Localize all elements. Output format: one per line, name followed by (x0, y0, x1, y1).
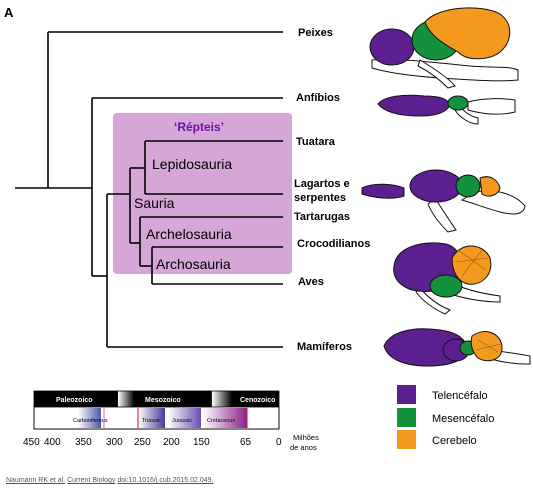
reptiles-label: ‘Répteis’ (174, 120, 224, 134)
legend-label-telencefalo: Telencéfalo (432, 390, 488, 402)
era-paleozoico-band (34, 391, 144, 407)
legend-swatch-cerebelo (397, 430, 416, 449)
clade-archosauria: Archosauria (156, 256, 231, 272)
phylogenetic-tree (15, 31, 283, 348)
brain-lizard-illustration (361, 169, 526, 233)
tick-250: 250 (134, 437, 151, 448)
tick-450: 450 (23, 437, 40, 448)
brain-amphibian-illustration (377, 94, 516, 125)
legend-label-mesencefalo: Mesencéfalo (432, 413, 494, 425)
taxon-aves: Aves (298, 276, 324, 288)
geologic-timescale: Paleozoico Mesozoico Cenozoico Carbonife… (23, 390, 319, 452)
tick-350: 350 (75, 437, 92, 448)
legend: Telencéfalo Mesencéfalo Cerebelo (397, 385, 494, 449)
brain-fish-illustration (369, 7, 519, 89)
period-carboniferous: Carboniferous (73, 418, 108, 424)
taxon-mamiferos: Mamíferos (297, 341, 352, 353)
tick-200: 200 (163, 437, 180, 448)
tick-300: 300 (106, 437, 123, 448)
citation-doi[interactable]: doi:10.1016/j.cub.2015.02.049. (117, 477, 214, 484)
period-cretaceous-band (203, 408, 247, 428)
taxon-lagartos-line2: serpentes (294, 192, 346, 204)
citation-authors[interactable]: Naumann RK et al. (6, 477, 66, 484)
period-carboniferous-band (78, 408, 101, 428)
timescale-unit-line1: Milhões (293, 433, 319, 442)
taxon-lagartos-line1: Lagartos e (294, 178, 350, 190)
era-paleozoico: Paleozoico (56, 397, 93, 404)
clade-sauria: Sauria (134, 195, 175, 211)
panel-label: A (4, 5, 14, 20)
tick-150: 150 (193, 437, 210, 448)
taxon-tuatara: Tuatara (296, 136, 336, 148)
clade-lepidosauria: Lepidosauria (152, 156, 232, 172)
period-jurassic: Jurassic (172, 418, 192, 424)
taxon-peixes: Peixes (298, 27, 333, 39)
era-cenozoico: Cenozoico (240, 397, 275, 404)
tick-65: 65 (240, 437, 252, 448)
legend-swatch-mesencefalo (397, 408, 416, 427)
citation: Naumann RK et al. Current Biology doi:10… (6, 477, 213, 484)
clade-archelosauria: Archelosauria (146, 226, 232, 242)
era-mesozoico-band (118, 391, 226, 407)
brain-mammal-illustration (383, 328, 531, 367)
era-cenozoico-band (212, 391, 279, 407)
taxon-crocodilianos: Crocodilianos (297, 238, 370, 250)
taxon-anfibios: Anfíbios (296, 92, 340, 104)
brain-bird-illustration (393, 242, 501, 315)
timescale-unit-line2: de anos (290, 443, 317, 452)
citation-journal[interactable]: Current Biology (67, 477, 116, 484)
period-triassic: Triassic (142, 418, 161, 424)
legend-label-cerebelo: Cerebelo (432, 435, 477, 447)
period-jurassic-band (168, 408, 201, 428)
taxon-tartarugas: Tartarugas (294, 211, 350, 223)
period-cretaceous: Cretaceous (207, 418, 235, 424)
tick-0: 0 (276, 437, 282, 448)
period-triassic-band (138, 408, 165, 428)
era-mesozoico: Mesozoico (145, 397, 181, 404)
legend-swatch-telencefalo (397, 385, 416, 404)
tick-400: 400 (44, 437, 61, 448)
